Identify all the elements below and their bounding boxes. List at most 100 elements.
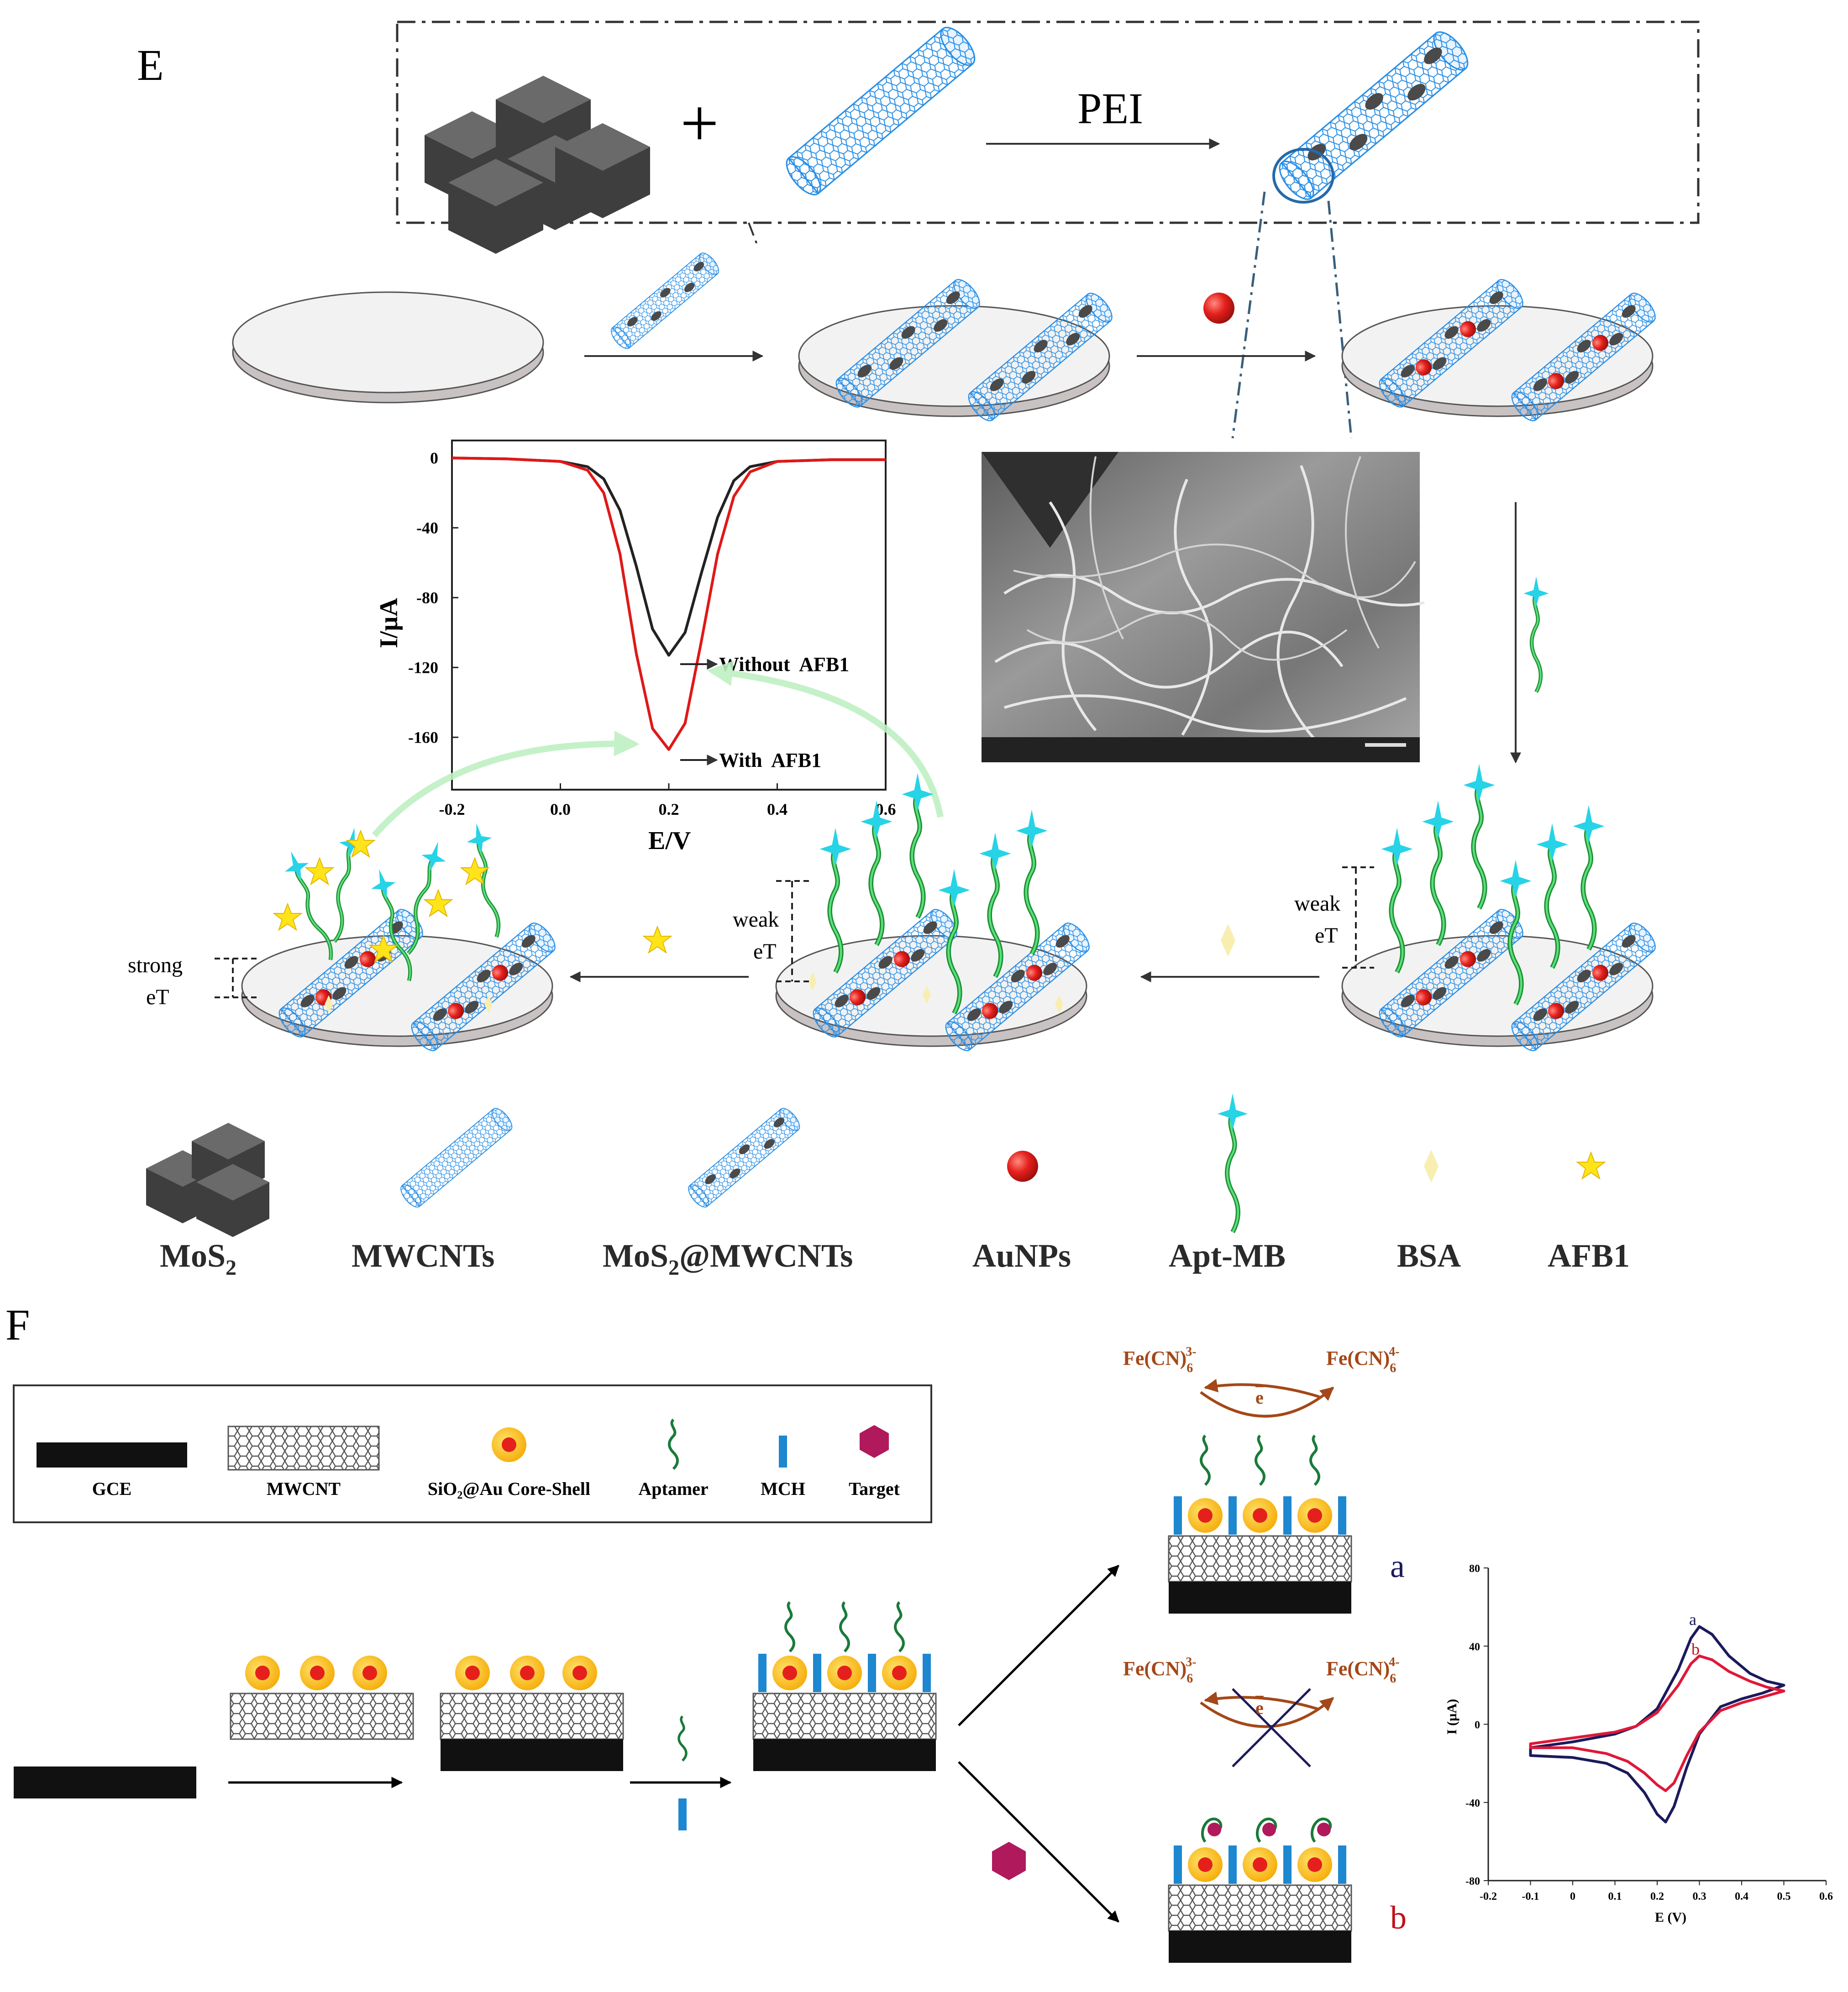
redox-arc-a-right bbox=[1260, 1397, 1338, 1414]
legend-mch-icon bbox=[779, 1436, 787, 1468]
weak-et-label-2b: eT bbox=[753, 939, 777, 964]
chart-e-xtick-label: 0.4 bbox=[767, 800, 788, 818]
mos2-mwcnt-composite-icon bbox=[1274, 26, 1474, 204]
legend-afb1-label: AFB1 bbox=[1548, 1237, 1630, 1274]
legend-mos2-icon bbox=[146, 1123, 269, 1237]
legend-aunp-icon bbox=[1007, 1151, 1038, 1182]
apt-mb-reagent-icon bbox=[1523, 577, 1549, 692]
block-cross-2 bbox=[1232, 1688, 1311, 1767]
fe-left-b: Fe(CN)63- bbox=[1123, 1655, 1197, 1686]
electrode-aptamer bbox=[1341, 764, 1660, 1055]
legend-bsa-icon bbox=[1424, 1150, 1438, 1183]
chart-f-xtick-label: 0.6 bbox=[1819, 1891, 1833, 1903]
chart-f-xlabel: E (V) bbox=[1655, 1910, 1686, 1925]
chart-e-ytick-label: 0 bbox=[430, 449, 438, 467]
chart-f-ytick-label: -40 bbox=[1465, 1798, 1480, 1809]
zoom-line-right bbox=[1327, 200, 1353, 439]
chart-e-series-without-afb1 bbox=[452, 456, 886, 657]
legend-aptamer-label: Aptamer bbox=[638, 1478, 708, 1499]
strong-et-label-b: eT bbox=[146, 985, 169, 1009]
redox-arc-a bbox=[1204, 1379, 1320, 1398]
chart-f-ytick-label: 80 bbox=[1469, 1563, 1480, 1575]
legend-coreshell-label: SiO₂@Au Core-Shell bbox=[428, 1478, 590, 1499]
step-bare-gce bbox=[14, 1767, 196, 1798]
chart-f-series-b bbox=[1529, 1654, 1785, 1793]
chart-f-ylabel: I (µA) bbox=[1444, 1699, 1460, 1735]
electrode-composite bbox=[798, 275, 1117, 425]
chart-e-frame bbox=[451, 440, 887, 791]
chart-f-ytick-label: 0 bbox=[1475, 1719, 1480, 1731]
zoom-line-left bbox=[1231, 191, 1266, 439]
chart-f-xtick-label: 0.5 bbox=[1777, 1891, 1791, 1903]
mos2-stack-icon bbox=[425, 76, 650, 254]
chart-f-ytick-label: 40 bbox=[1469, 1641, 1480, 1653]
chart-e-ylabel: I/µA bbox=[375, 598, 403, 648]
state-b-label: b bbox=[1390, 1899, 1407, 1936]
plus-sign: + bbox=[680, 85, 719, 161]
chart-f-curve-a-label: a bbox=[1689, 1610, 1696, 1629]
pei-label: PEI bbox=[1077, 84, 1143, 133]
step-gce-mwcnt-particles bbox=[440, 1656, 624, 1771]
weak-et-label-1a: weak bbox=[1294, 891, 1340, 916]
chart-f-xtick-label: -0.1 bbox=[1522, 1891, 1539, 1903]
chart-f-xtick-label: -0.2 bbox=[1480, 1891, 1497, 1903]
legend-composite-icon bbox=[685, 1105, 803, 1211]
small-composite-tube bbox=[608, 250, 722, 351]
aunp-reagent-icon bbox=[1203, 293, 1234, 324]
green-arrow-from-middle bbox=[707, 661, 944, 818]
redox-arc-a-curve bbox=[1200, 1386, 1334, 1418]
legend-target-icon bbox=[860, 1425, 889, 1458]
annotation-with-afb1: With AFB1 bbox=[719, 749, 821, 771]
state-a-label: a bbox=[1390, 1548, 1405, 1584]
legend-mwcnts-label: MWCNTs bbox=[352, 1237, 494, 1274]
arrow-f-2-mch-icon bbox=[678, 1798, 687, 1830]
target-reagent-icon bbox=[992, 1842, 1026, 1880]
chart-f-curve-b-label: b bbox=[1691, 1640, 1700, 1658]
chart-e-ytick-label: -160 bbox=[408, 728, 438, 746]
legend-coreshell-icon bbox=[492, 1427, 526, 1462]
legend-composite-label: MoS2@MWCNTs bbox=[603, 1237, 853, 1280]
state-b-electrode bbox=[1168, 1818, 1352, 1963]
legend-mwcnt-label: MWCNT bbox=[267, 1478, 341, 1499]
weak-et-label-2a: weak bbox=[733, 907, 779, 932]
afb1-reagent-icon bbox=[643, 926, 672, 953]
redox-arc-b bbox=[1204, 1691, 1320, 1711]
legend-mos2-label: MoS2 bbox=[160, 1237, 236, 1280]
electrode-bsa bbox=[775, 773, 1094, 1055]
electron-b: e bbox=[1255, 1698, 1264, 1718]
chart-e-ytick-label: -80 bbox=[416, 588, 438, 607]
chart-e-xlabel: E/V bbox=[648, 827, 691, 855]
weak-et-bracket-2: weak eT bbox=[733, 880, 810, 982]
mwcnt-tube-icon bbox=[780, 21, 982, 201]
chart-e-xtick-label: 0.0 bbox=[550, 800, 571, 818]
bare-electrode bbox=[232, 291, 544, 404]
zoom-circle bbox=[1272, 148, 1334, 204]
chart-f-series-a bbox=[1529, 1625, 1785, 1824]
panel-e-label: E bbox=[137, 41, 164, 89]
electrode-afb1 bbox=[241, 821, 560, 1055]
arrow-to-state-a bbox=[958, 1565, 1119, 1726]
synthesis-inset-box bbox=[396, 21, 1700, 224]
panel-f-label: F bbox=[5, 1300, 30, 1349]
legend-mwcnt-f-icon bbox=[227, 1426, 380, 1471]
state-a-electrode bbox=[1168, 1436, 1352, 1614]
inset-callout-left bbox=[748, 222, 759, 247]
chart-e-xtick-label: 0.2 bbox=[659, 800, 679, 818]
chart-e-ytick-label: -40 bbox=[416, 519, 438, 537]
legend-afb1-icon bbox=[1577, 1152, 1605, 1179]
sem-image bbox=[982, 452, 1425, 762]
chart-f-xtick-label: 0 bbox=[1570, 1891, 1575, 1903]
electrode-aunps bbox=[1341, 275, 1660, 425]
arrow-f-2-aptamer-icon bbox=[679, 1716, 686, 1761]
legend-mch-label: MCH bbox=[761, 1478, 805, 1499]
chart-e-series-with-afb1 bbox=[452, 456, 886, 751]
legend-gce-label: GCE bbox=[92, 1478, 132, 1499]
weak-et-label-1b: eT bbox=[1315, 923, 1338, 948]
electron-a: e bbox=[1255, 1387, 1264, 1408]
green-arrow-from-left bbox=[372, 730, 640, 838]
chart-f-xtick-label: 0.4 bbox=[1735, 1891, 1748, 1903]
step-aptamer-modified bbox=[752, 1602, 937, 1771]
fe-right-b: Fe(CN)64- bbox=[1326, 1655, 1400, 1686]
fe-right-a: Fe(CN)64- bbox=[1326, 1345, 1400, 1375]
